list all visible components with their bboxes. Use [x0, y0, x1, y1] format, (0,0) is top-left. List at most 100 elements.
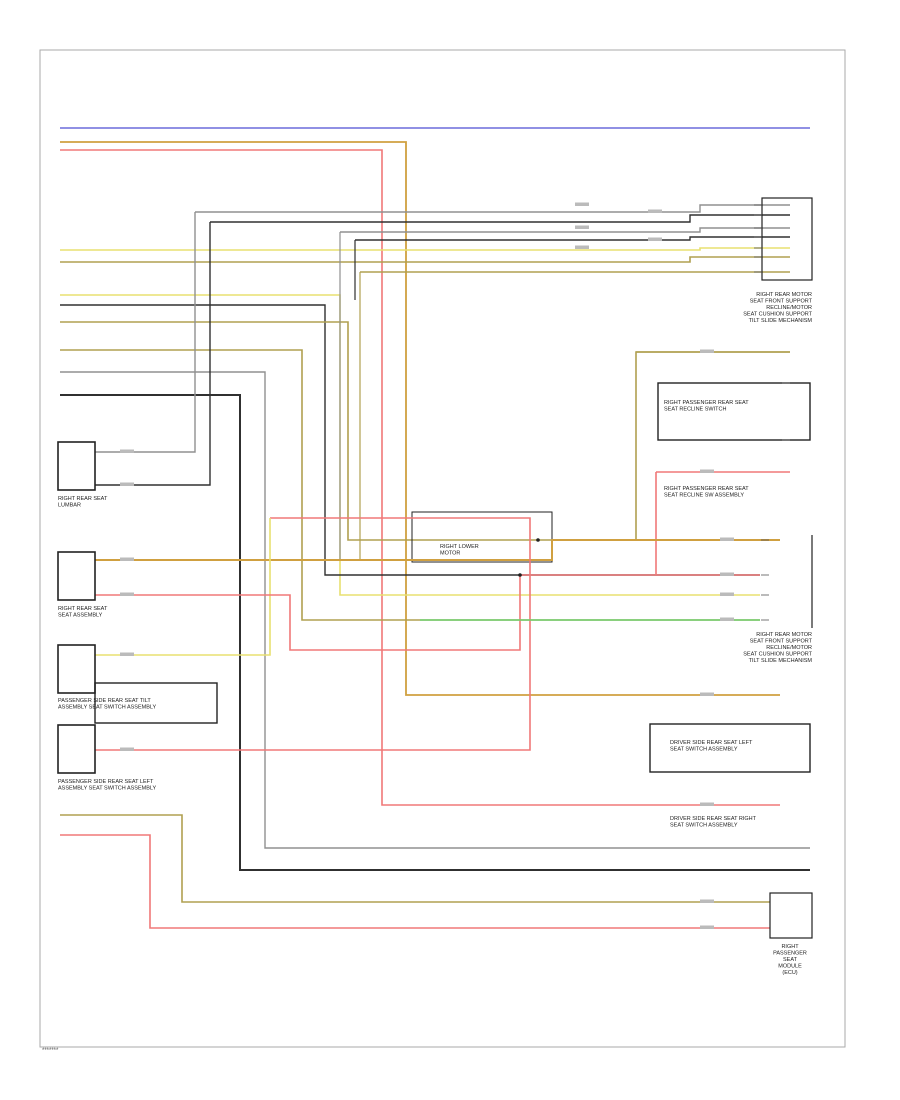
right-pass-rear-switch-box — [657, 382, 811, 441]
driver-rear-a-caption-line: DRIVER SIDE REAR SEAT LEFT — [670, 740, 753, 746]
right-rear-motor-caption-line: SEAT CUSHION SUPPORT — [743, 312, 812, 318]
wire-yellow-1 — [60, 247, 790, 251]
wire-red-center — [95, 517, 531, 751]
right-rear-lumbar-caption-line: RIGHT REAR SEAT — [58, 496, 108, 502]
wire-color-code-label — [720, 617, 734, 621]
right-pass-module-caption-line: (ECU) — [782, 970, 797, 976]
wire-dark-top-2 — [355, 236, 790, 241]
wire-yellow-center — [95, 518, 271, 656]
center-connector-box — [411, 511, 553, 563]
right-rear-motor2-caption-line: TILT SLIDE MECHANISM — [749, 658, 813, 664]
wire-color-code-label — [575, 225, 589, 229]
wire-yellow-2 — [60, 294, 760, 596]
right-rear-motor-box — [761, 197, 813, 281]
right-rear-motor-caption-line: RECLINE/MOTOR — [766, 305, 812, 311]
driver-rear-b-caption-line: SEAT SWITCH ASSEMBLY — [670, 823, 738, 829]
left-rear-asm1-box — [57, 551, 96, 601]
wire-color-code-label — [700, 469, 714, 473]
wire-gray-lumbar-1 — [95, 212, 196, 453]
pass-rear-a-caption-line: ASSEMBLY SEAT SWITCH ASSEMBLY — [58, 705, 157, 711]
wire-olive-bottom — [60, 814, 770, 903]
wire-color-code-label — [700, 899, 714, 903]
wire-color-code-label — [700, 349, 714, 353]
center-connector-caption-line: MOTOR — [440, 551, 460, 557]
center-connector-caption-line: RIGHT LOWER — [440, 544, 479, 550]
right-rear-motor2-caption-line: RECLINE/MOTOR — [766, 645, 812, 651]
wire-color-code-label — [575, 202, 589, 206]
pass-rear-a-caption-line: PASSENGER SIDE REAR SEAT TILT — [58, 698, 151, 704]
right-rear-lumbar-box — [57, 441, 96, 491]
right-pass-module-caption-line: PASSENGER — [773, 951, 807, 957]
page-frame — [39, 49, 846, 1048]
wire-orange-center — [95, 539, 780, 561]
wire-color-code-label — [720, 592, 734, 596]
wire-color-code-label — [575, 245, 589, 249]
wire-color-code-label — [120, 747, 134, 751]
right-rear-motor2-caption-line: SEAT CUSHION SUPPORT — [743, 652, 812, 658]
wire-color-code-label — [700, 925, 714, 929]
footer-code: ******* — [42, 1048, 59, 1054]
wire-color-code-label — [120, 652, 134, 656]
pass-rear-b-caption-line: ASSEMBLY SEAT SWITCH ASSEMBLY — [58, 786, 157, 792]
left-rear-asm2-box — [57, 644, 96, 694]
right-rear-motor2-caption-line: SEAT FRONT SUPPORT — [750, 639, 813, 645]
splice-dot-1 — [536, 538, 540, 542]
right-pass-module-caption-line: SEAT — [783, 957, 798, 963]
driver-rear-a-box — [649, 723, 811, 773]
wire-color-code-label — [720, 572, 734, 576]
wire-dark-2 — [60, 394, 810, 871]
right-rear-motor2-caption-line: RIGHT REAR MOTOR — [756, 632, 812, 638]
right-pass-rear-switch-caption-line: RIGHT PASSENGER REAR SEAT — [664, 400, 749, 406]
wire-color-code-label — [120, 449, 134, 453]
wire-red-center-2 — [95, 574, 760, 651]
wire-red-bottom — [60, 834, 770, 929]
wire-color-code-label — [720, 537, 734, 541]
driver-rear-a-caption-line: SEAT SWITCH ASSEMBLY — [670, 747, 738, 753]
wire-olive-2 — [60, 321, 790, 541]
right-pass-rear-switch-caption-line: SEAT RECLINE SWITCH — [664, 407, 726, 413]
wire-olive-1 — [60, 256, 790, 263]
right-pass-rear-switch2-caption-line: SEAT RECLINE SW ASSEMBLY — [664, 493, 744, 499]
right-pass-module-caption-line: MODULE — [778, 964, 802, 970]
wire-color-code-label — [700, 802, 714, 806]
wire-color-code-label — [120, 592, 134, 596]
wire-color-code-label — [648, 237, 662, 241]
pass-rear-b-caption-line: PASSENGER SIDE REAR SEAT LEFT — [58, 779, 154, 785]
wire-gray-top-1 — [195, 204, 790, 213]
pass-rear-b-box — [57, 724, 96, 774]
pass-rear-a-box — [94, 682, 218, 724]
wire-color-code-label — [120, 557, 134, 561]
right-rear-lumbar-caption-line: LUMBAR — [58, 503, 81, 509]
wire-orange-main — [60, 141, 780, 696]
right-rear-motor-caption-line: TILT SLIDE MECHANISM — [749, 318, 813, 324]
wire-dark-top-1 — [210, 214, 790, 223]
right-rear-motor-caption-line: SEAT FRONT SUPPORT — [750, 299, 813, 305]
wire-color-code-label — [700, 692, 714, 696]
wire-red-main — [60, 149, 780, 806]
right-pass-rear-switch2-caption-line: RIGHT PASSENGER REAR SEAT — [664, 486, 749, 492]
right-pass-module-caption-line: RIGHT — [781, 944, 799, 950]
splice-dot-2 — [518, 573, 522, 577]
wire-gray-1 — [60, 371, 810, 849]
wire-gray-top-2 — [340, 227, 790, 233]
driver-rear-b-caption-line: DRIVER SIDE REAR SEAT RIGHT — [670, 816, 757, 822]
right-pass-module-box — [769, 892, 813, 939]
right-rear-motor-caption-line: RIGHT REAR MOTOR — [756, 292, 812, 298]
wire-color-code-label — [120, 482, 134, 486]
wire-color-code-label — [648, 209, 662, 213]
wire-dark-1 — [60, 304, 760, 576]
left-rear-asm1-caption-line: SEAT ASSEMBLY — [58, 613, 103, 619]
